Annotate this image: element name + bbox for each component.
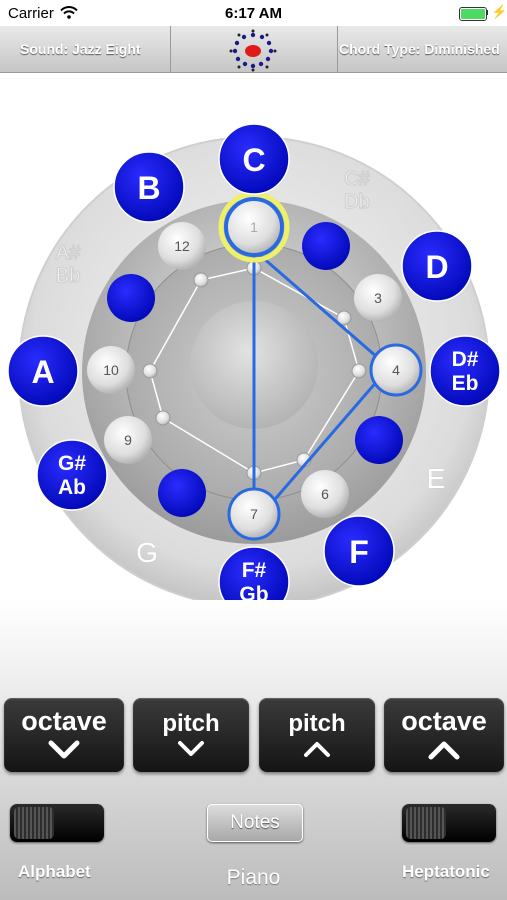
degree-12-ball — [158, 222, 206, 270]
notes-button[interactable]: Notes — [207, 804, 303, 842]
pitch-down-button[interactable]: pitch — [133, 698, 249, 772]
pitch-up-button[interactable]: pitch — [259, 698, 375, 772]
blue-dot-11 — [107, 274, 155, 322]
note-g-sharp-label: G# — [58, 452, 86, 475]
note-d-sharp-label: D# — [452, 348, 479, 371]
note-c-button — [218, 123, 290, 195]
octave-down-button[interactable]: octave — [4, 698, 124, 772]
octave-up-label: octave — [401, 706, 487, 736]
chord-triangle — [252, 248, 387, 506]
note-d-button — [401, 230, 473, 302]
note-a-sharp-label: A# — [56, 242, 81, 264]
alphabet-label: Alphabet — [18, 862, 91, 881]
chevron-up-icon — [304, 742, 330, 757]
heptatonic-label: Heptatonic — [402, 862, 490, 881]
degree-3-label: 3 — [374, 290, 382, 306]
note-a-label: A — [31, 354, 54, 390]
degree-6-label: 6 — [321, 486, 329, 502]
note-e-label: E — [427, 463, 446, 494]
degree-3-ball — [354, 274, 402, 322]
switch-knob[interactable] — [14, 807, 54, 839]
pitch-down-label: pitch — [162, 710, 220, 737]
octave-up-button[interactable]: octave — [384, 698, 504, 772]
heptatonic-switch[interactable] — [402, 804, 496, 842]
note-g-sharp-button — [36, 439, 108, 511]
degree-12-label: 12 — [174, 238, 190, 254]
chevron-down-icon — [178, 741, 204, 756]
note-f-sharp-label: F# — [242, 559, 267, 582]
wifi-icon — [60, 6, 78, 19]
note-e-flat-label: Eb — [452, 372, 479, 395]
battery-tip — [486, 10, 488, 15]
blue-dot-2 — [302, 222, 350, 270]
note-b-label: B — [137, 170, 160, 206]
blue-dot-5 — [355, 416, 403, 464]
blue-dot-8 — [158, 469, 206, 517]
switch-knob[interactable] — [406, 807, 446, 839]
clock: 6:17 AM — [225, 5, 282, 22]
note-f-label: F — [349, 534, 369, 570]
degree-9-label: 9 — [124, 432, 132, 448]
battery-icon — [459, 7, 487, 21]
note-f-button — [323, 515, 395, 587]
status-bar: Carrier 6:17 AM ⚡ — [0, 0, 507, 26]
degree-4-label: 4 — [392, 362, 400, 378]
carrier-label: Carrier — [8, 5, 54, 22]
sound-label: Sound: Jazz Eight — [20, 41, 141, 57]
note-b-button — [113, 151, 185, 223]
note-f-sharp-button — [218, 546, 290, 616]
note-c-sharp-label: C# — [344, 168, 370, 190]
degree-1-label: 1 — [250, 219, 258, 235]
degree-10-label: 10 — [103, 362, 119, 378]
sound-selector[interactable]: Sound: Jazz Eight — [0, 26, 171, 72]
degree-7-ball[interactable] — [227, 487, 281, 541]
note-a-button — [7, 335, 79, 407]
note-wheel[interactable]: C B D A F D# Eb G# Ab F# Gb C# Db A# Bb … — [0, 96, 507, 616]
alphabet-switch[interactable] — [10, 804, 104, 842]
chord-type-label: Chord Type: Diminished — [339, 41, 500, 57]
logo-button[interactable] — [170, 26, 338, 72]
degree-9-ball — [104, 416, 152, 464]
note-b-flat-label: Bb — [56, 265, 80, 287]
app-logo-icon — [229, 29, 277, 72]
note-g-label: G — [136, 537, 158, 568]
note-d-label: D — [425, 249, 448, 285]
top-toolbar: Sound: Jazz Eight Chord Type: Diminished — [0, 26, 507, 73]
degree-10-ball — [87, 346, 135, 394]
charging-icon: ⚡ — [491, 4, 507, 19]
degree-6-ball — [301, 470, 349, 518]
note-c-label: C — [242, 142, 265, 178]
note-a-flat-label: Ab — [58, 476, 86, 499]
degree-1-ball[interactable] — [224, 197, 284, 257]
octave-down-label: octave — [21, 706, 107, 736]
degree-4-ball[interactable] — [369, 343, 423, 397]
degree-7-label: 7 — [250, 506, 258, 522]
pitch-up-label: pitch — [288, 710, 346, 737]
chevron-down-icon — [48, 740, 80, 759]
note-d-flat-label: Db — [344, 191, 370, 213]
chord-type-selector[interactable]: Chord Type: Diminished — [337, 26, 507, 72]
instrument-label[interactable]: Piano — [226, 866, 281, 889]
chevron-up-icon — [428, 741, 460, 760]
note-d-sharp-button — [429, 335, 501, 407]
